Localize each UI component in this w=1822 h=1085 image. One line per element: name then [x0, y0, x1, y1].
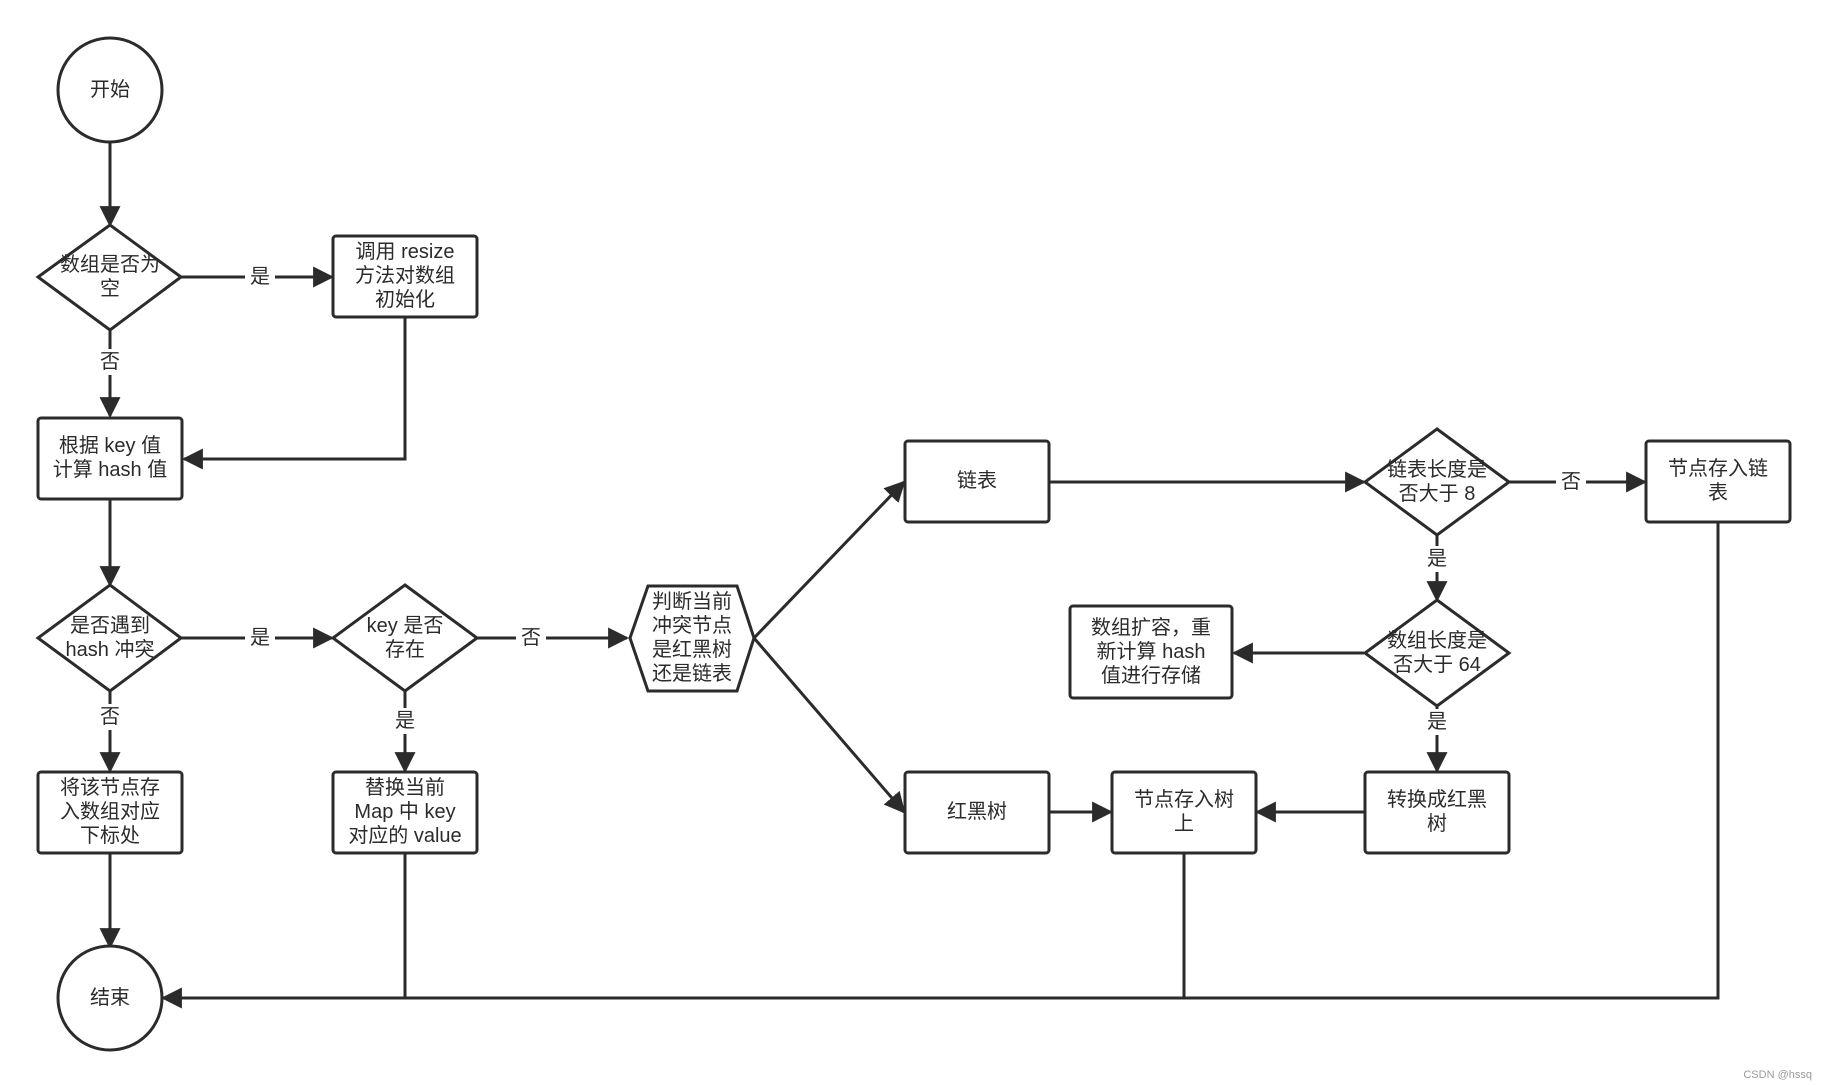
edge-label-len8-yes: 是: [1422, 546, 1452, 572]
store-in-list-process: 节点存入链表: [1644, 439, 1792, 524]
check-node-type-decision: 判断当前冲突节点是红黑树还是链表: [628, 584, 756, 693]
store-in-list-process-label: 节点存入链表: [1668, 457, 1768, 504]
linked-list-process-label: 链表: [957, 469, 997, 492]
store-at-index-process-label: 将该节点存入数组对应下标处: [60, 776, 160, 847]
edge-resize-to-compute-hash: [181, 317, 407, 470]
edge-label-collision-no: 否: [95, 704, 125, 730]
edge-check-to-red-black-tree: [752, 637, 906, 814]
edge-store-list-to-end: [160, 523, 1720, 1009]
edge-label-len64-yes: 是: [1422, 709, 1452, 735]
store-at-index-process: 将该节点存入数组对应下标处: [36, 770, 184, 855]
compute-hash-process-label: 根据 key 值计算 hash 值: [53, 434, 167, 481]
edge-label-len8-no-text: 否: [1561, 471, 1581, 493]
key-exists-decision: key 是否存在: [330, 583, 480, 693]
start-node: 开始: [56, 36, 164, 144]
red-black-tree-process-label: 红黑树: [947, 800, 1007, 823]
store-in-tree-process-label: 节点存入树上: [1134, 788, 1234, 835]
edge-label-empty-no: 否: [95, 349, 125, 375]
edge-label-empty-no-text: 否: [100, 351, 120, 373]
edge-label-collision-no-text: 否: [100, 706, 120, 728]
edge-label-key-no: 否: [516, 625, 546, 651]
convert-to-tree-process-label: 转换成红黑树: [1387, 788, 1487, 835]
linked-list-process: 链表: [903, 439, 1051, 524]
array-length-decision: 数组长度是否大于 64: [1362, 598, 1512, 708]
list-length-decision-label: 链表长度是否大于 8: [1387, 458, 1487, 505]
store-in-tree-process: 节点存入树上: [1110, 770, 1258, 855]
check-node-type-decision-label: 判断当前冲突节点是红黑树还是链表: [652, 590, 732, 685]
edge-check-to-linked-list: [752, 480, 906, 640]
edge-label-len8-yes-text: 是: [1427, 548, 1447, 570]
edge-label-collision-yes-text: 是: [250, 627, 270, 649]
end-node: 结束: [56, 944, 164, 1052]
array-empty-decision: 数组是否为空: [35, 223, 184, 332]
array-length-decision-label: 数组长度是否大于 64: [1387, 629, 1487, 676]
red-black-tree-process: 红黑树: [903, 770, 1051, 855]
edge-label-key-yes-text: 是: [395, 710, 415, 732]
array-empty-decision-label: 数组是否为空: [60, 253, 160, 300]
end-node-label: 结束: [90, 986, 130, 1009]
edge-label-key-no-text: 否: [521, 627, 541, 649]
list-length-decision: 链表长度是否大于 8: [1362, 427, 1512, 537]
edge-label-len8-no: 否: [1556, 469, 1586, 495]
edge-label-collision-yes: 是: [245, 625, 275, 651]
edge-label-len64-yes-text: 是: [1427, 711, 1447, 733]
edge-labels: 是 否 是 否 否 是 否 是: [95, 264, 1586, 735]
start-node-label: 开始: [90, 78, 130, 101]
edge-label-empty-yes: 是: [245, 264, 275, 290]
key-exists-decision-label: key 是否存在: [367, 615, 444, 661]
watermark-text: CSDN @hssq: [1743, 1069, 1812, 1081]
edge-label-empty-yes-text: 是: [250, 266, 270, 288]
convert-to-tree-process: 转换成红黑树: [1363, 770, 1511, 855]
compute-hash-process: 根据 key 值计算 hash 值: [36, 416, 184, 501]
edge-label-key-yes: 是: [390, 708, 420, 734]
